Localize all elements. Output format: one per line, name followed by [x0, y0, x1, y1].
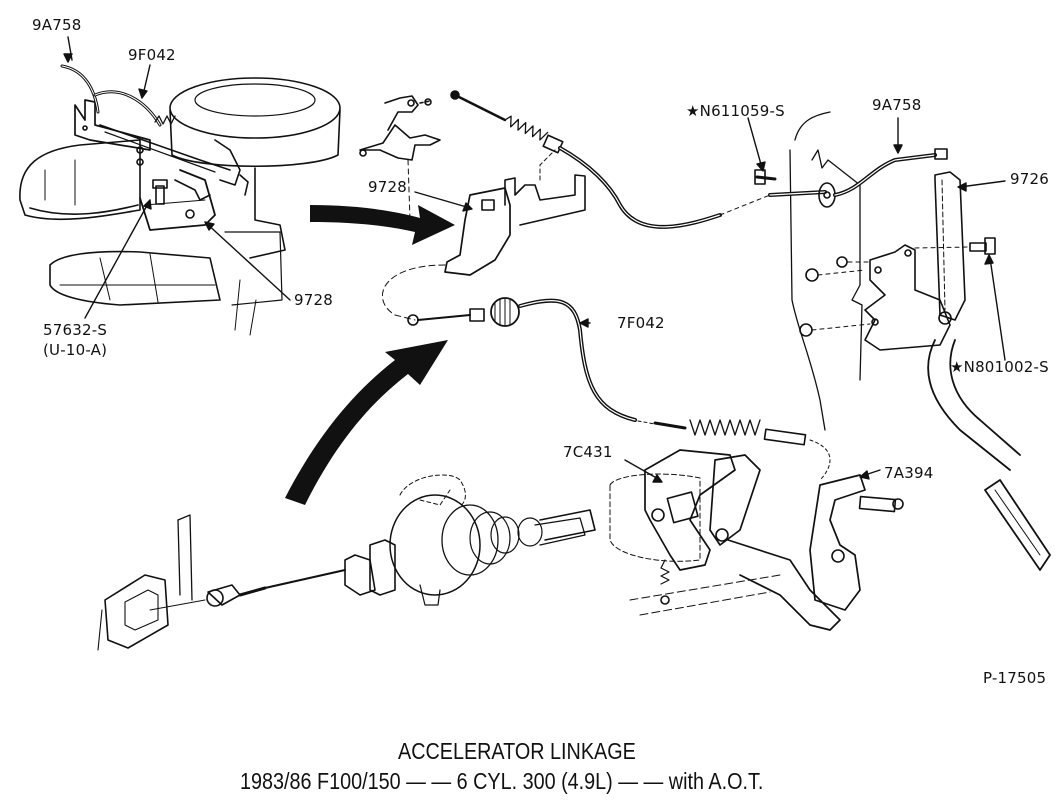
part-label-9728-detail: 9728	[368, 178, 407, 196]
part-label-9726: 9726	[1010, 170, 1049, 188]
leader-lines	[64, 37, 1005, 482]
part-label-n801002-s: ★N801002-S	[950, 358, 1049, 376]
part-label-u-10-a: (U-10-A)	[43, 341, 108, 359]
diagram-subtitle: 1983/86 F100/150 — — 6 CYL. 300 (4.9L) —…	[240, 768, 764, 794]
diagram-title: ACCELERATOR LINKAGE	[398, 738, 636, 764]
part-label-7c431: 7C431	[563, 443, 613, 461]
transmission-levers	[540, 450, 903, 630]
cable-bracket-detail	[360, 91, 770, 320]
part-label-9a758-engine: 9A758	[32, 16, 82, 34]
arrow-throttle-to-cable	[285, 340, 448, 505]
throttle-spring-assembly	[98, 475, 585, 650]
arrow-engine-to-bracket	[310, 205, 455, 245]
part-label-9728-engine: 9728	[294, 291, 333, 309]
part-label-n611059-s: ★N611059-S	[686, 102, 785, 120]
part-label-9a758-pedal: 9A758	[872, 96, 922, 114]
engine-assembly	[20, 66, 340, 335]
part-label-9f042: 9F042	[128, 46, 176, 64]
part-label-7a394: 7A394	[884, 464, 934, 482]
figure-number: P-17505	[983, 669, 1047, 687]
flow-arrows	[285, 205, 455, 505]
part-label-57632-s: 57632-S	[43, 321, 108, 339]
part-label-7f042: 7F042	[617, 314, 665, 332]
kickdown-cable	[408, 298, 830, 480]
pedal-assembly	[755, 112, 1050, 570]
